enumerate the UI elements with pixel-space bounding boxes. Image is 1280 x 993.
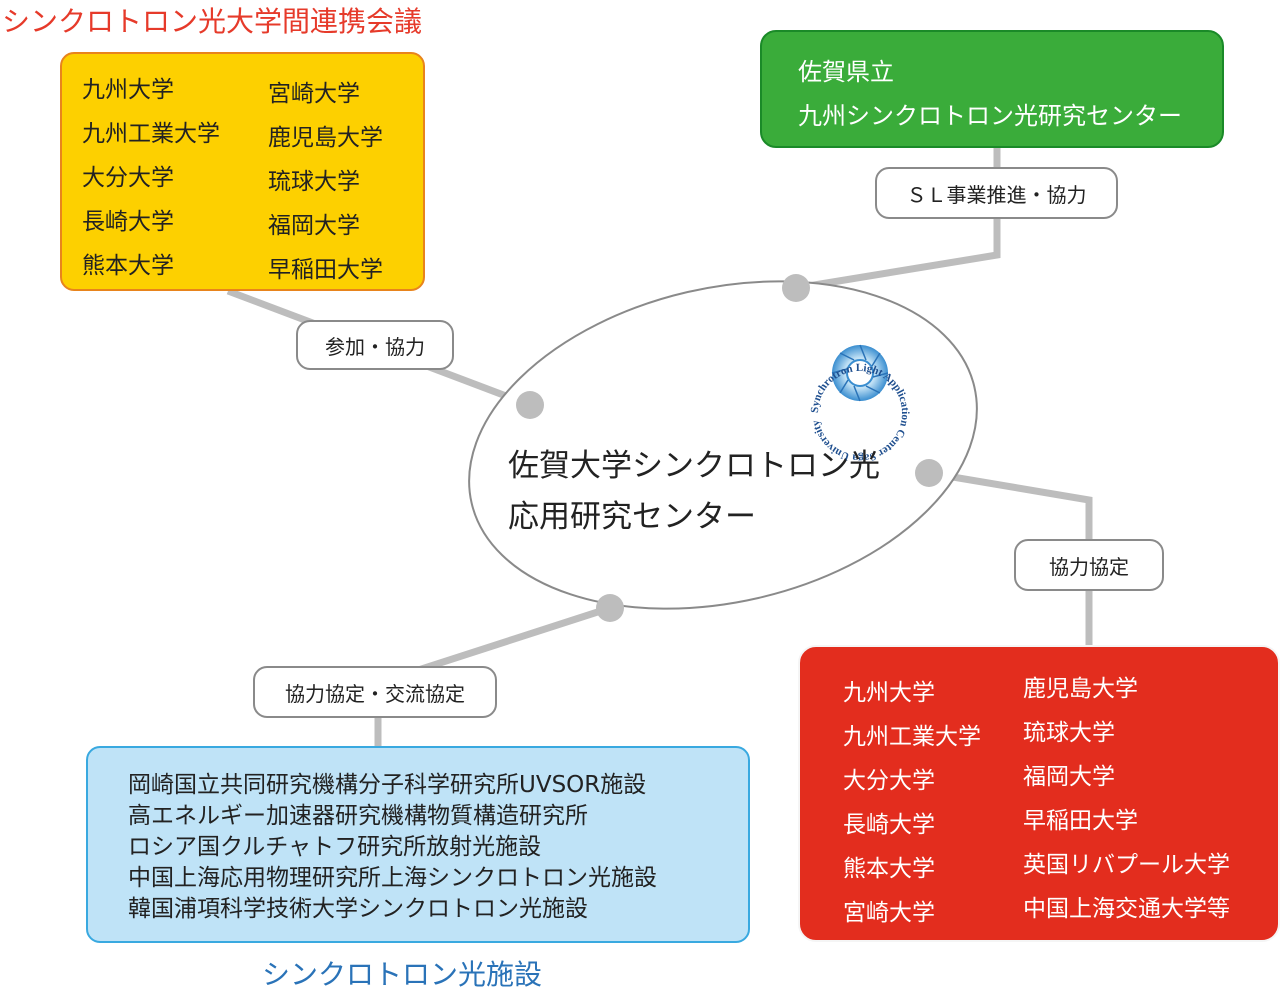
partners-col1-item: 宮崎大学 <box>843 900 935 926</box>
partners-connector <box>928 469 1093 645</box>
facilities-item: ロシア国クルチャトフ研究所放射光施設 <box>128 834 542 860</box>
consortium-title: シンクロトロン光大学間連携会議 <box>2 5 423 38</box>
facilities-list: 岡崎国立共同研究機構分子科学研究所UVSOR施設高エネルギー加速器研究機構物質構… <box>128 770 657 925</box>
consortium-link-label: 参加・協力 <box>296 320 454 370</box>
partners-col1: 九州大学九州工業大学大分大学長崎大学熊本大学宮崎大学 <box>843 671 981 935</box>
consortium-col1-item: 熊本大学 <box>82 253 174 279</box>
prefecture-line2: 九州シンクロトロン光研究センター <box>798 102 1182 130</box>
consortium-col2-item: 早稲田大学 <box>268 257 383 283</box>
consortium-col1: 九州大学九州工業大学大分大学長崎大学熊本大学 <box>82 68 220 288</box>
consortium-col1-item: 九州工業大学 <box>82 121 220 147</box>
junction-dot-facilities <box>596 594 624 622</box>
partners-col1-item: 九州大学 <box>843 680 935 706</box>
facilities-link-label: 協力協定・交流協定 <box>253 666 497 718</box>
junction-dot-consortium <box>516 391 544 419</box>
prefecture-line1: 佐賀県立 <box>798 58 894 86</box>
partners-col1-item: 大分大学 <box>843 768 935 794</box>
consortium-col1-item: 長崎大学 <box>82 209 174 235</box>
facilities-title: シンクロトロン光施設 <box>262 958 543 991</box>
partners-link-label: 協力協定 <box>1014 539 1164 591</box>
partners-col1-item: 熊本大学 <box>843 856 935 882</box>
partners-col2-item: 福岡大学 <box>1023 764 1115 790</box>
partners-col1-item: 九州工業大学 <box>843 724 981 750</box>
partners-col2-item: 鹿児島大学 <box>1023 676 1138 702</box>
consortium-col2-item: 福岡大学 <box>268 213 360 239</box>
consortium-col1-item: 大分大学 <box>82 165 174 191</box>
prefecture-link-label: ＳＬ事業推進・協力 <box>875 167 1118 219</box>
partners-box: 九州大学九州工業大学大分大学長崎大学熊本大学宮崎大学 鹿児島大学琉球大学福岡大学… <box>798 645 1280 942</box>
partners-col2-item: 琉球大学 <box>1023 720 1115 746</box>
consortium-col2-item: 琉球大学 <box>268 169 360 195</box>
consortium-col2: 宮崎大学鹿児島大学琉球大学福岡大学早稲田大学 <box>268 72 383 292</box>
consortium-col1-item: 九州大学 <box>82 77 174 103</box>
facilities-item: 高エネルギー加速器研究機構物質構造研究所 <box>128 803 588 829</box>
junction-dot-prefecture <box>782 274 810 302</box>
junction-dot-partners <box>915 459 943 487</box>
consortium-col2-item: 宮崎大学 <box>268 81 360 107</box>
partners-col2-item: 中国上海交通大学等 <box>1023 896 1230 922</box>
facilities-item: 岡崎国立共同研究機構分子科学研究所UVSOR施設 <box>128 772 647 798</box>
partners-col1-item: 長崎大学 <box>843 812 935 838</box>
facilities-item: 中国上海応用物理研究所上海シンクロトロン光施設 <box>128 865 657 891</box>
consortium-col2-item: 鹿児島大学 <box>268 125 383 151</box>
facilities-item: 韓国浦項科学技術大学シンクロトロン光施設 <box>128 896 588 922</box>
facilities-box: 岡崎国立共同研究機構分子科学研究所UVSOR施設高エネルギー加速器研究機構物質構… <box>86 746 750 943</box>
partners-col2-item: 早稲田大学 <box>1023 808 1138 834</box>
partners-col2: 鹿児島大学琉球大学福岡大学早稲田大学英国リバプール大学中国上海交通大学等 <box>1023 667 1230 931</box>
center-title-line1: 佐賀大学シンクロトロン光 <box>508 448 880 484</box>
prefecture-box: 佐賀県立 九州シンクロトロン光研究センター <box>760 30 1224 148</box>
center-title-line2: 応用研究センター <box>508 499 756 535</box>
consortium-box: 九州大学九州工業大学大分大学長崎大学熊本大学 宮崎大学鹿児島大学琉球大学福岡大学… <box>60 52 425 291</box>
partners-col2-item: 英国リバプール大学 <box>1023 852 1230 878</box>
